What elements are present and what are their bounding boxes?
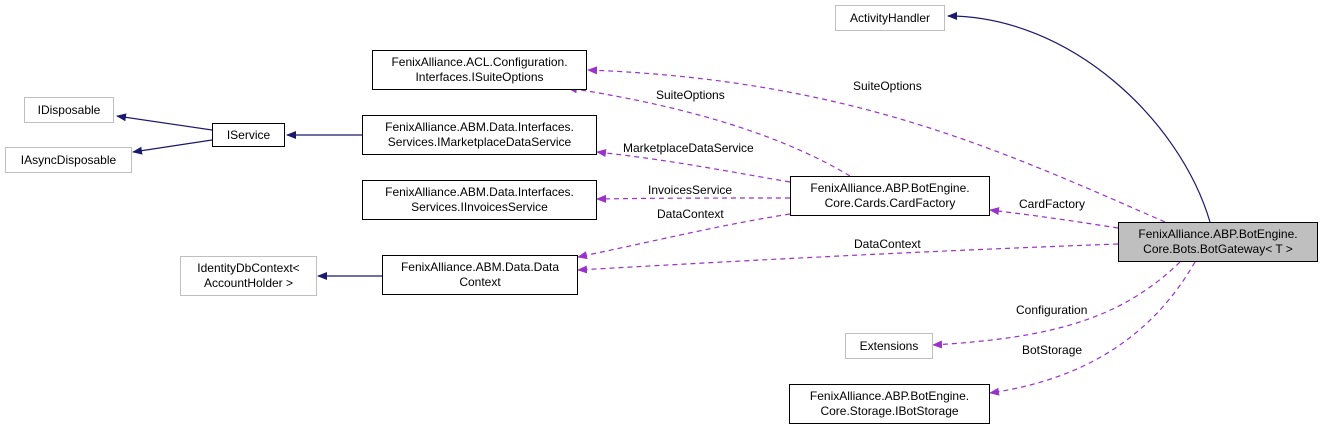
node-botgateway[interactable]: FenixAlliance.ABP.BotEngine. Core.Bots.B…	[1118, 222, 1318, 262]
edge-cardfactory-to-suiteoptions	[567, 85, 851, 177]
node-cardfactory-line1: FenixAlliance.ABP.BotEngine.	[810, 181, 970, 195]
edge-label-suiteoptions-card: SuiteOptions	[656, 88, 725, 102]
node-iinvoicesservice[interactable]: FenixAlliance.ABM.Data.Interfaces. Servi…	[362, 180, 597, 220]
node-botgateway-line2: Core.Bots.BotGateway< T >	[1143, 242, 1293, 256]
node-isuiteoptions-line2: Interfaces.ISuiteOptions	[415, 70, 544, 84]
edge-cardfactory-to-marketplace	[596, 149, 791, 183]
node-datacontext-line1: FenixAlliance.ABM.Data.Data	[400, 260, 560, 274]
node-isuiteoptions-line1: FenixAlliance.ACL.Configuration.	[391, 55, 568, 69]
edge-gateway-to-activityhandler	[947, 12, 1211, 223]
edge-label-cardfactory: CardFactory	[1019, 197, 1086, 211]
edge-label-marketplace: MarketplaceDataService	[623, 141, 754, 155]
node-activity-handler-label: ActivityHandler	[849, 10, 931, 25]
node-imarketplacedataservice-line2: Services.IMarketplaceDataService	[387, 135, 572, 149]
edge-label-suiteoptions-gateway: SuiteOptions	[853, 79, 922, 93]
node-identitydbcontext-line2: AccountHolder >	[203, 276, 294, 290]
node-botgateway-line1: FenixAlliance.ABP.BotEngine.	[1138, 227, 1298, 241]
edge-iservice-to-idisposable	[116, 113, 213, 131]
node-activity-handler[interactable]: ActivityHandler	[835, 5, 945, 31]
node-ibotstorage-line1: FenixAlliance.ABP.BotEngine.	[809, 389, 970, 403]
edge-gateway-to-botstorage	[989, 261, 1196, 396]
node-cardfactory-line2: Core.Cards.CardFactory	[824, 196, 956, 210]
edge-gateway-to-extensions	[932, 261, 1181, 349]
edge-label-datacontext-gateway: DataContext	[854, 237, 921, 251]
node-iservice[interactable]: IService	[212, 123, 285, 147]
node-cardfactory[interactable]: FenixAlliance.ABP.BotEngine. Core.Cards.…	[790, 176, 990, 216]
edge-gateway-to-suiteoptions	[587, 66, 1166, 223]
node-iasyncdisposable[interactable]: IAsyncDisposable	[5, 147, 132, 173]
node-isuiteoptions[interactable]: FenixAlliance.ACL.Configuration. Interfa…	[372, 50, 587, 90]
node-iinvoicesservice-line2: Services.IInvoicesService	[411, 200, 548, 214]
node-idisposable-label: IDisposable	[37, 102, 101, 117]
node-idisposable[interactable]: IDisposable	[24, 97, 114, 123]
edge-label-datacontext-card: DataContext	[657, 207, 724, 221]
node-extensions[interactable]: Extensions	[845, 333, 933, 359]
node-iservice-label: IService	[226, 127, 271, 142]
edge-cardfactory-to-datacontext	[577, 213, 791, 260]
node-identitydbcontext[interactable]: IdentityDbContext< AccountHolder >	[180, 256, 317, 296]
edge-iservice-to-iasyncdisposable	[132, 139, 213, 155]
node-datacontext-line2: Context	[459, 275, 501, 289]
node-datacontext[interactable]: FenixAlliance.ABM.Data.Data Context	[382, 255, 578, 295]
node-identitydbcontext-line1: IdentityDbContext<	[197, 261, 300, 275]
edge-gateway-to-cardfactory	[989, 207, 1119, 229]
node-imarketplacedataservice-line1: FenixAlliance.ABM.Data.Interfaces.	[385, 120, 574, 134]
edge-label-invoices: InvoicesService	[648, 183, 733, 197]
node-imarketplacedataservice[interactable]: FenixAlliance.ABM.Data.Interfaces. Servi…	[362, 115, 597, 155]
node-iinvoicesservice-line1: FenixAlliance.ABM.Data.Interfaces.	[385, 185, 574, 199]
edge-label-botstorage: BotStorage	[1022, 343, 1083, 357]
node-ibotstorage-line2: Core.Storage.IBotStorage	[820, 404, 959, 418]
edge-label-configuration: Configuration	[1016, 303, 1088, 317]
edge-gateway-to-datacontext	[577, 243, 1119, 274]
node-iasyncdisposable-label: IAsyncDisposable	[20, 152, 117, 167]
edge-cardfactory-to-invoices	[596, 194, 791, 203]
node-extensions-label: Extensions	[859, 338, 919, 353]
node-ibotstorage[interactable]: FenixAlliance.ABP.BotEngine. Core.Storag…	[789, 384, 990, 424]
